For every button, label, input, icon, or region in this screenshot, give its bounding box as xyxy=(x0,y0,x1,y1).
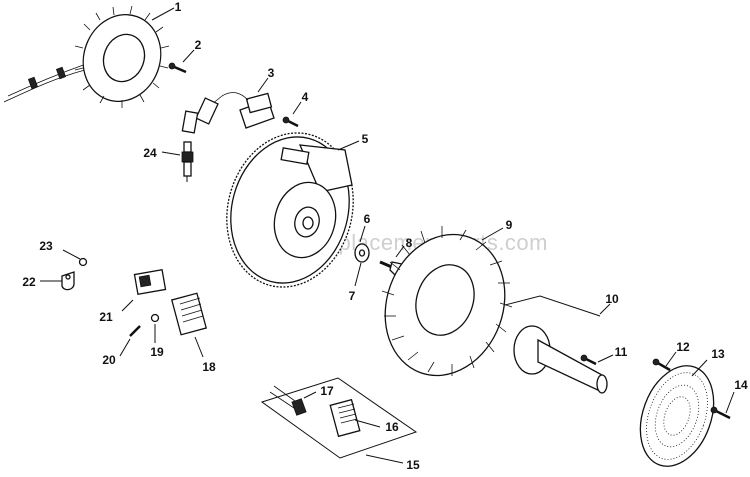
callout-23: 23 xyxy=(39,239,53,253)
callout-3: 3 xyxy=(268,66,275,80)
grass-screen-part xyxy=(639,365,715,467)
callout-10: 10 xyxy=(605,292,619,306)
drive-shaft-part xyxy=(504,295,608,394)
ground-clip-part xyxy=(61,271,75,291)
callout-15: 15 xyxy=(406,458,420,472)
callout-22: 22 xyxy=(22,275,36,289)
flywheel-part xyxy=(226,132,354,288)
regulator-nut-part xyxy=(150,313,160,323)
spark-plug-part xyxy=(181,141,194,182)
callout-16: 16 xyxy=(385,420,399,434)
callout-12: 12 xyxy=(676,340,690,354)
callout-2: 2 xyxy=(195,38,202,52)
connector-part xyxy=(133,268,167,296)
callout-9: 9 xyxy=(506,218,513,232)
regulator-part xyxy=(170,292,208,336)
callout-4: 4 xyxy=(302,90,309,104)
screen-bolt-part xyxy=(710,406,731,420)
callout-11: 11 xyxy=(615,345,628,359)
rectifier-kit-part xyxy=(260,377,418,459)
ignition-module-part xyxy=(181,92,275,134)
callout-17: 17 xyxy=(320,384,334,398)
callout-13: 13 xyxy=(711,347,725,361)
fan-part xyxy=(381,226,513,377)
washer-part xyxy=(354,243,370,263)
callout-20: 20 xyxy=(102,353,116,367)
stator-screw-part xyxy=(168,62,187,74)
callout-8: 8 xyxy=(406,236,413,250)
clip-nut-part xyxy=(78,257,88,267)
drive-screw-part xyxy=(580,354,597,366)
callout-1: 1 xyxy=(175,0,182,14)
callout-5: 5 xyxy=(362,132,369,146)
callout-7: 7 xyxy=(349,289,356,303)
callout-labels: 1 2 3 4 5 6 7 8 9 10 11 12 13 14 15 16 1… xyxy=(22,0,748,472)
callout-18: 18 xyxy=(202,360,216,374)
regulator-screw-part xyxy=(129,325,141,337)
screen-screw-part xyxy=(652,358,671,372)
ignition-screw-part xyxy=(282,116,299,128)
callout-6: 6 xyxy=(364,212,371,226)
callout-21: 21 xyxy=(99,310,113,324)
callout-14: 14 xyxy=(734,378,748,392)
stator-part xyxy=(3,5,170,108)
callout-19: 19 xyxy=(150,345,164,359)
callout-24: 24 xyxy=(143,146,157,160)
leader-lines xyxy=(40,7,735,464)
